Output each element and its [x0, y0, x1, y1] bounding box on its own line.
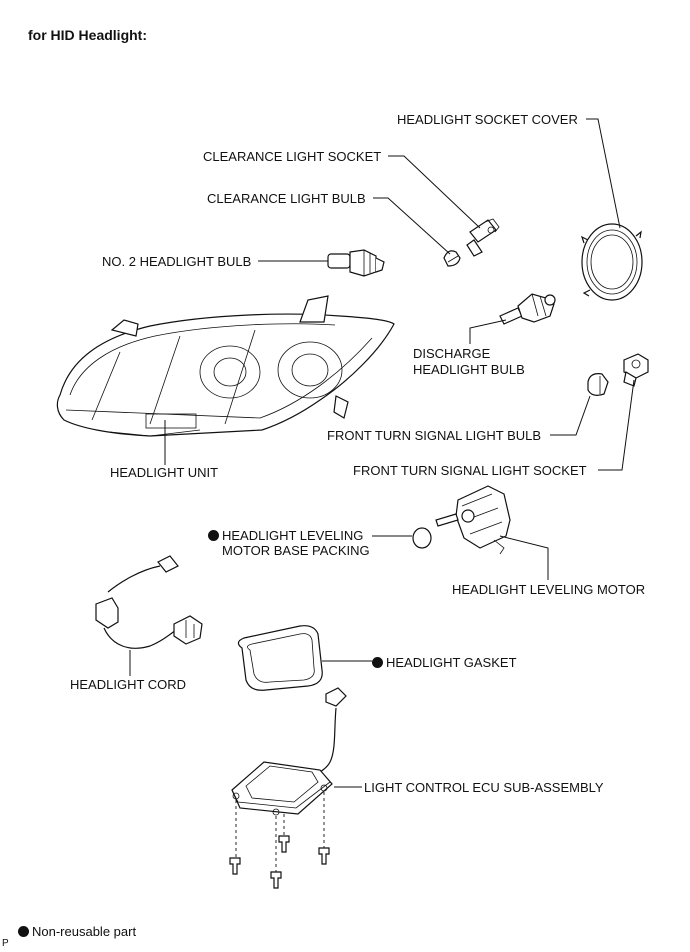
label-leveling-packing-line1: HEADLIGHT LEVELING	[208, 528, 363, 544]
label-front-turn-signal-bulb: FRONT TURN SIGNAL LIGHT BULB	[327, 428, 542, 443]
leader-headlight-socket-cover	[586, 118, 621, 229]
label-headlight-gasket: HEADLIGHT GASKET	[386, 655, 517, 670]
headlight-gasket-drawing	[237, 625, 323, 691]
headlight-leveling-motor-drawing	[435, 485, 511, 555]
label-headlight-socket-cover: HEADLIGHT SOCKET COVER	[397, 112, 578, 127]
leader-discharge-headlight-bulb	[469, 319, 507, 344]
headlight-cord-drawing	[95, 555, 203, 649]
corner-mark: P	[2, 938, 9, 949]
label-discharge-headlight-bulb-line1: DISCHARGE	[413, 346, 491, 361]
non-reusable-dot-icon	[208, 530, 219, 541]
legend-text: Non-reusable part	[32, 924, 137, 939]
label-front-turn-signal-socket: FRONT TURN SIGNAL LIGHT SOCKET	[353, 463, 587, 478]
label-no2-headlight-bulb: NO. 2 HEADLIGHT BULB	[102, 254, 252, 269]
label-clearance-light-socket: CLEARANCE LIGHT SOCKET	[203, 149, 382, 164]
label-light-control-ecu: LIGHT CONTROL ECU SUB-ASSEMBLY	[364, 780, 604, 795]
leader-clearance-light-socket	[388, 155, 481, 229]
headlight-unit-drawing	[56, 295, 395, 437]
leader-clearance-light-bulb	[373, 197, 451, 255]
label-discharge-headlight-bulb-line2: HEADLIGHT BULB	[413, 362, 525, 377]
label-headlight-cord: HEADLIGHT CORD	[70, 677, 187, 692]
label-leveling-packing-text1: HEADLIGHT LEVELING	[222, 528, 364, 543]
front-turn-signal-bulb-drawing	[587, 373, 609, 396]
legend: Non-reusable part	[18, 924, 136, 939]
label-headlight-unit: HEADLIGHT UNIT	[110, 465, 219, 480]
non-reusable-dot-icon	[18, 926, 29, 937]
leveling-packing-ring-drawing	[412, 527, 432, 549]
leader-headlight-leveling-motor	[499, 535, 549, 580]
leader-front-turn-signal-bulb	[550, 395, 591, 436]
discharge-headlight-bulb-drawing	[499, 293, 556, 325]
front-turn-signal-socket-drawing	[623, 353, 649, 387]
leader-front-turn-signal-socket	[598, 379, 635, 471]
headlight-socket-cover-drawing	[580, 223, 643, 301]
label-clearance-light-bulb: CLEARANCE LIGHT BULB	[207, 191, 366, 206]
clearance-light-bulb-drawing	[443, 250, 461, 267]
light-control-ecu-drawing	[229, 687, 347, 889]
label-headlight-leveling-motor: HEADLIGHT LEVELING MOTOR	[452, 582, 646, 597]
clearance-light-socket-drawing	[466, 218, 500, 257]
label-headlight-gasket-row: HEADLIGHT GASKET	[372, 655, 517, 671]
label-leveling-packing-line2: MOTOR BASE PACKING	[222, 543, 370, 558]
non-reusable-dot-icon	[372, 657, 383, 668]
diagram-heading: for HID Headlight:	[28, 27, 147, 43]
no2-headlight-bulb-drawing	[327, 249, 385, 277]
